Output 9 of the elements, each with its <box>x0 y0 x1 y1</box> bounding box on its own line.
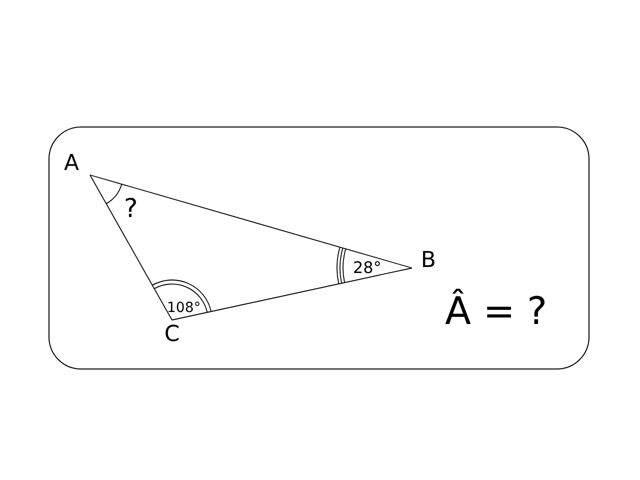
triangle-side <box>172 268 412 320</box>
triangle-side <box>90 174 172 320</box>
vertex-label: A <box>64 153 91 176</box>
vertex-label: C <box>160 320 184 346</box>
angle-value: 28° <box>353 260 382 276</box>
angle-value: ? <box>124 196 138 222</box>
vertex-label: B <box>412 250 436 274</box>
angle-value: 108° <box>167 301 201 315</box>
triangle-side <box>90 174 412 268</box>
